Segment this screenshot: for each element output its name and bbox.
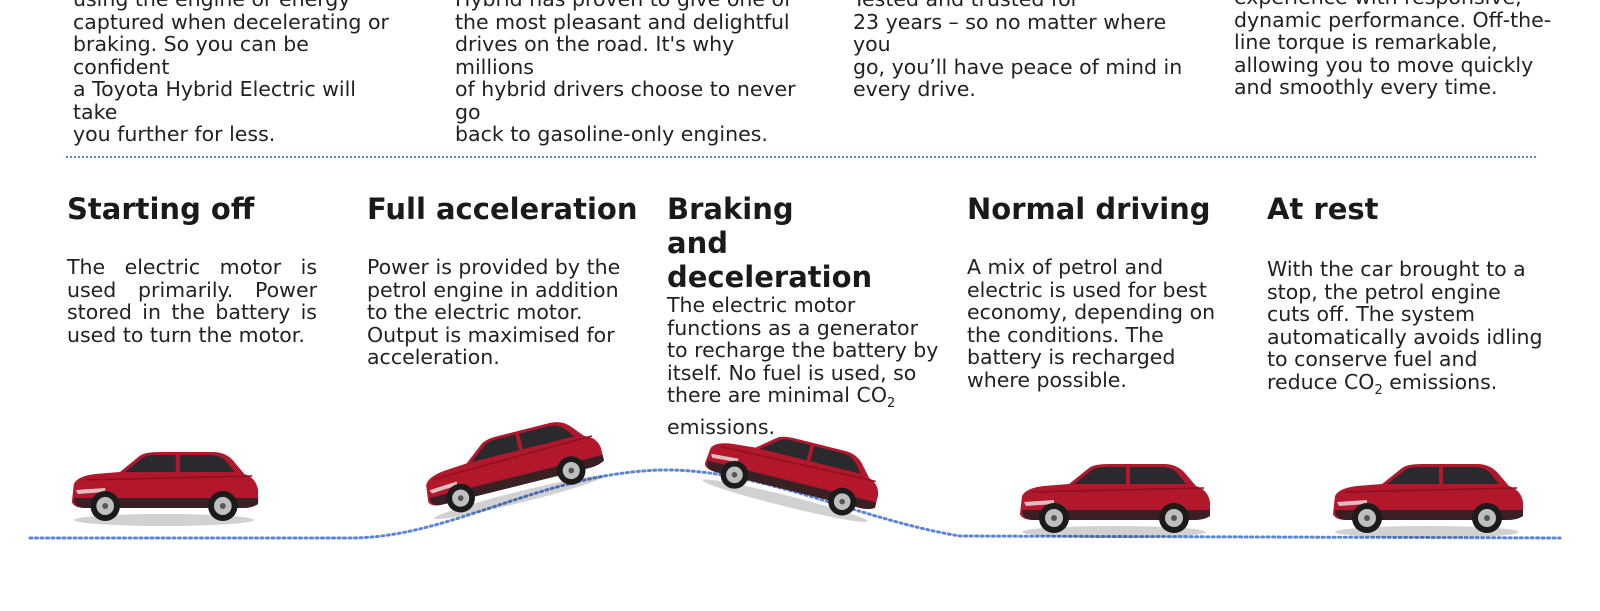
- intro-column-2: Hybrid has proven to give one of the mos…: [455, 0, 796, 146]
- stage-description: A mix of petrol and electric is used for…: [967, 255, 1216, 392]
- stage-description: The electric motor functions as a genera…: [667, 293, 939, 439]
- stage-starting-off: Starting off The electric motor is used …: [67, 192, 317, 346]
- intro-column-3: Tested and trusted for 23 years – so no …: [853, 0, 1183, 101]
- stage-description: With the car brought to a stop, the petr…: [1267, 257, 1543, 398]
- stage-at-rest: At rest With the car brought to a stop, …: [1267, 192, 1547, 402]
- stage-title: Full acceleration: [367, 192, 638, 226]
- stage-full-acceleration: Full acceleration Power is provided by t…: [367, 192, 639, 369]
- intro-column-4: experience with responsive, dynamic perf…: [1234, 0, 1552, 99]
- stage-description: Power is provided by the petrol engine i…: [367, 255, 621, 369]
- stage-title: Starting off: [67, 192, 255, 226]
- stage-description: The electric motor is used primarily. Po…: [67, 255, 317, 347]
- stage-normal-driving: Normal driving A mix of petrol and elect…: [967, 192, 1237, 391]
- intro-column-1: using the engine or energy captured when…: [73, 0, 389, 146]
- road-illustration: [28, 411, 1562, 540]
- car-at-rest: [1332, 463, 1524, 538]
- car-full-acceleration: [416, 411, 610, 526]
- car-normal-driving: [1019, 463, 1211, 538]
- stage-title: At rest: [1267, 192, 1379, 226]
- stage-braking: Braking and deceleration The electric mo…: [667, 192, 942, 438]
- stage-title: Braking and deceleration: [667, 192, 873, 294]
- stage-title: Normal driving: [967, 192, 1211, 226]
- dotted-divider: [66, 156, 1536, 158]
- road-dotted-line: [28, 468, 1562, 540]
- car-starting-off: [71, 451, 259, 526]
